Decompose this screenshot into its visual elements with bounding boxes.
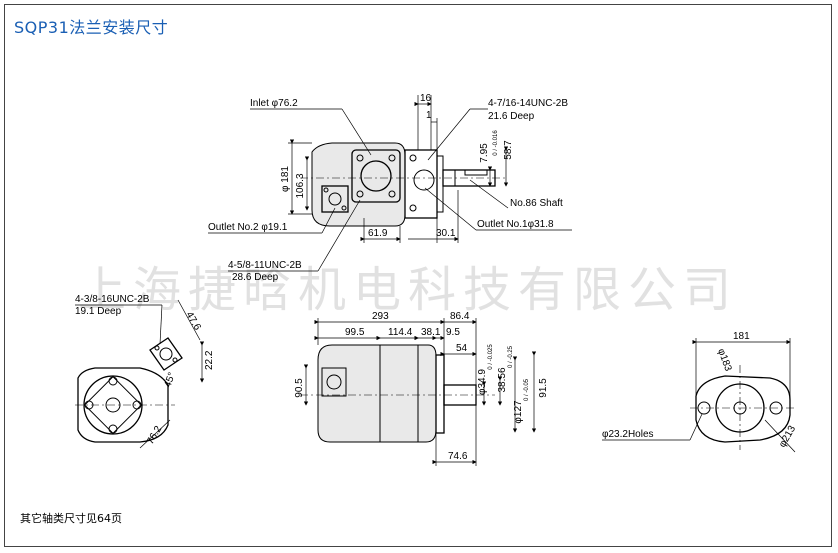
dim-181-label: φ 181 xyxy=(280,166,291,192)
dim-127-label: φ127 xyxy=(513,400,524,424)
dim-9-5-label: 9.5 xyxy=(446,327,460,338)
dim-99-5-label: 99.5 xyxy=(345,327,365,338)
bolts-bottom-depth: 28.6 Deep xyxy=(232,272,279,283)
dim-183-label: φ183 xyxy=(715,347,733,373)
dim-45-label: 45° xyxy=(162,371,178,389)
dim-1-label: 1 xyxy=(426,110,432,121)
side-view: 293 86.4 99.5 114.4 38.1 9.5 54 90.5 φ34… xyxy=(294,311,549,466)
dim-76-2-label: 76.2 xyxy=(145,424,164,447)
drawing-frame xyxy=(4,4,832,547)
dim-293-label: 293 xyxy=(372,311,389,322)
left-view: 4-3/8-16UNC-2B 19.1 Deep 47.6 22.2 45° 7… xyxy=(75,294,215,449)
dim-38-56-tol: 0 / -0.25 xyxy=(508,345,514,368)
bolts-bottom-label: 4-5/8-11UNC-2B xyxy=(228,260,302,271)
dim-114-4-label: 114.4 xyxy=(388,327,413,338)
dim-7-95-tol: 0 / -0.016 xyxy=(493,130,499,156)
dim-30-1-label: 30.1 xyxy=(436,228,456,239)
right-view: 181 φ183 φ213 φ23.2Holes xyxy=(602,331,798,453)
footer-note: 其它轴类尺寸见64页 xyxy=(20,512,122,525)
dim-90-5-label: 90.5 xyxy=(294,378,305,398)
watermark: 上海捷晗机电科技有限公司 xyxy=(78,262,739,318)
dim-22-2-label: 22.2 xyxy=(204,350,215,370)
bolts-top-right-depth: 21.6 Deep xyxy=(488,111,535,122)
left-bolts-label: 4-3/8-16UNC-2B xyxy=(75,294,150,305)
dim-106-3-label: 106.3 xyxy=(295,173,306,198)
dim-38-1-label: 38.1 xyxy=(421,327,441,338)
dim-91-5-label: 91.5 xyxy=(538,378,549,398)
dim-86-4-label: 86.4 xyxy=(450,311,470,322)
dim-7-95-label: 7.95 xyxy=(479,143,490,163)
top-view: φ 181 106.3 16 1 Inlet φ76.2 4-7/16-14UN… xyxy=(208,93,572,283)
holes-label: φ23.2Holes xyxy=(602,429,654,440)
bolts-top-right-label: 4-7/16-14UNC-2B xyxy=(488,98,568,109)
dim-58-7-label: 58.7 xyxy=(503,140,514,160)
right-dim-181-label: 181 xyxy=(733,331,750,342)
left-bolts-depth: 19.1 Deep xyxy=(75,306,122,317)
page-title: SQP31法兰安装尺寸 xyxy=(14,18,169,37)
dim-54-label: 54 xyxy=(456,343,468,354)
dim-34-9-tol: 0 / -0.025 xyxy=(488,344,494,370)
dim-38-56-label: 38.56 xyxy=(497,367,508,392)
dim-16-label: 16 xyxy=(420,93,432,104)
dim-127-tol: 0 / -0.05 xyxy=(524,378,530,401)
dim-61-9-label: 61.9 xyxy=(368,228,388,239)
dim-34-9-label: φ34.9 xyxy=(477,369,488,395)
outlet1-label: Outlet No.1φ31.8 xyxy=(477,219,554,230)
dim-47-6-label: 47.6 xyxy=(183,310,202,333)
inlet-label: Inlet φ76.2 xyxy=(250,98,298,109)
shaft-label: No.86 Shaft xyxy=(510,198,563,209)
dim-74-6-label: 74.6 xyxy=(448,451,468,462)
outlet2-label: Outlet No.2 φ19.1 xyxy=(208,222,288,233)
